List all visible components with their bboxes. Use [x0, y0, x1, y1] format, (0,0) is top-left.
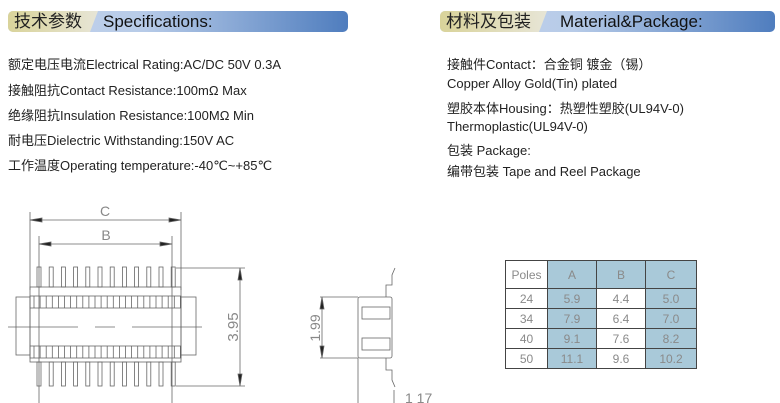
cell: 5.9: [547, 288, 597, 309]
material-line: 塑胶本体Housing：热塑性塑胶(UL94V-0): [447, 101, 684, 116]
header-c: C: [645, 260, 697, 289]
dim-height-label: 3.95: [225, 312, 242, 341]
cell: 7.0: [645, 308, 697, 329]
material-header: 材料及包装 Material&Package:: [440, 11, 775, 32]
pin-bottom: [48, 361, 54, 387]
pin-bottom: [134, 361, 140, 387]
pin-bottom: [109, 361, 115, 387]
spec-line: 额定电压电流Electrical Rating:AC/DC 50V 0.3A: [8, 57, 282, 72]
material-title-cn: 材料及包装: [440, 11, 547, 32]
cell: 34: [505, 308, 548, 329]
spec-line: 接触阻抗Contact Resistance:100mΩ Max: [8, 83, 247, 98]
pin-bottom: [158, 361, 164, 387]
pin-top: [48, 266, 54, 288]
cell: 9.1: [547, 328, 597, 349]
pin-bottom: [85, 361, 91, 387]
pin-top: [146, 266, 152, 288]
specifications-title-en: Specifications:: [103, 12, 213, 31]
pin-bottom: [170, 361, 176, 387]
pin-top: [122, 266, 127, 288]
cell: 7.6: [596, 328, 646, 349]
pin-bottom: [122, 361, 127, 387]
spec-line: 耐电压Dielectric Withstanding:150V AC: [8, 133, 235, 148]
cell: 50: [505, 348, 548, 369]
material-line: Copper Alloy Gold(Tin) plated: [447, 76, 618, 91]
pin-top: [61, 266, 66, 288]
header-a: A: [547, 260, 597, 289]
pin-top: [134, 266, 140, 288]
dim-c-label: C: [100, 203, 110, 219]
pin-bottom: [36, 361, 42, 387]
pin-top: [73, 266, 78, 288]
cell: 40: [505, 328, 548, 349]
pin-bottom: [146, 361, 152, 387]
cell: 9.6: [596, 348, 646, 369]
specifications-header: 技术参数 Specifications:: [8, 11, 348, 32]
pin-top: [97, 266, 103, 288]
material-title-en: Material&Package:: [560, 12, 703, 31]
pin-bottom: [73, 361, 78, 387]
dim-pitch-label: 1 17: [405, 390, 432, 403]
dim-side-label: 1.99: [307, 314, 323, 341]
material-line: 包装 Package:: [447, 143, 531, 158]
material-line: 编带包装 Tape and Reel Package: [447, 164, 641, 179]
cell: 24: [505, 288, 548, 309]
cell: 7.9: [547, 308, 597, 329]
material-line: 接触件Contact：合金铜 镀金（锡）: [447, 57, 652, 72]
pin-bottom: [61, 361, 66, 387]
pin-top: [36, 266, 42, 288]
pin-top: [109, 266, 115, 288]
spec-line: 工作温度Operating temperature:-40℃~+85℃: [8, 158, 273, 173]
dim-b-label: B: [101, 227, 110, 243]
pin-top: [170, 266, 176, 288]
cell: 10.2: [645, 348, 697, 369]
material-line: Thermoplastic(UL94V-0): [447, 119, 588, 134]
cell: 4.4: [596, 288, 646, 309]
cell: 6.4: [596, 308, 646, 329]
header-poles: Poles: [505, 260, 548, 289]
spec-line: 绝缘阻抗Insulation Resistance:100MΩ Min: [8, 108, 254, 123]
cell: 11.1: [547, 348, 597, 369]
pin-top: [85, 266, 91, 288]
specifications-title-cn: 技术参数: [8, 11, 98, 32]
pin-top: [158, 266, 164, 288]
cell: 5.0: [645, 288, 697, 309]
header-b: B: [596, 260, 646, 289]
pin-bottom: [97, 361, 103, 387]
cell: 8.2: [645, 328, 697, 349]
